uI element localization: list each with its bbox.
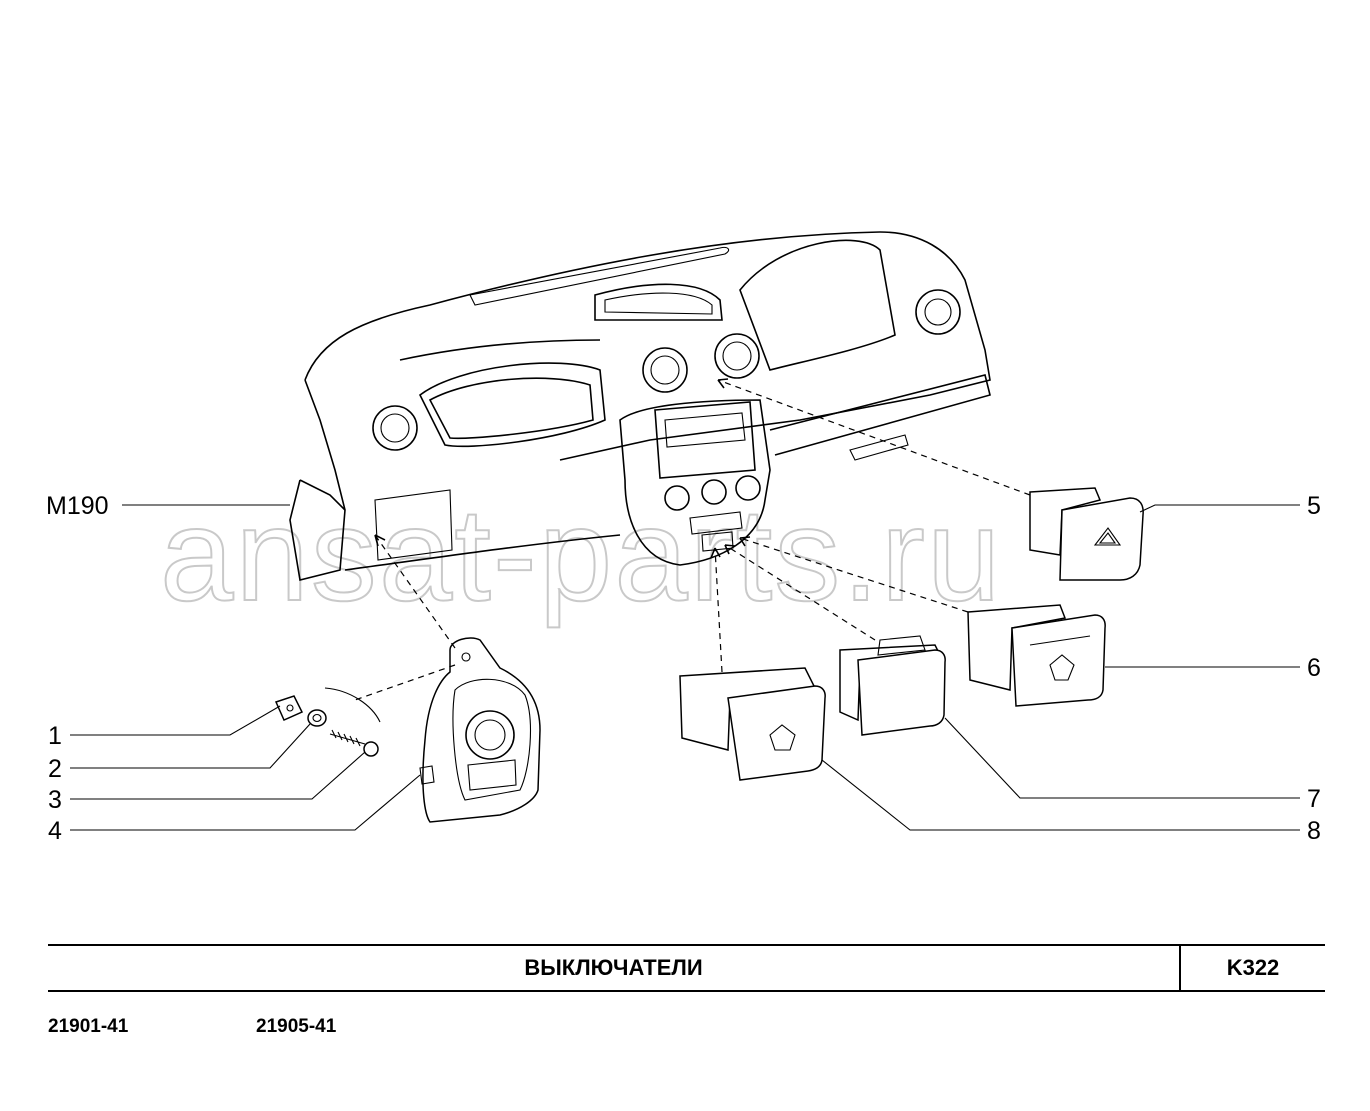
callout-5: 5 xyxy=(1307,492,1321,520)
light-switch-assembly xyxy=(419,637,541,823)
washer-part-2 xyxy=(307,709,327,727)
model-code-1: 21901-41 xyxy=(48,1016,129,1037)
switch-part-7 xyxy=(839,635,946,736)
callout-2: 2 xyxy=(48,755,62,783)
dashboard-drawing xyxy=(289,231,991,581)
callout-1: 1 xyxy=(48,722,62,750)
callout-4: 4 xyxy=(48,817,62,845)
callout-8: 8 xyxy=(1307,817,1321,845)
switch-part-6 xyxy=(967,604,1106,707)
switch-part-8 xyxy=(679,667,826,781)
leader-lines xyxy=(70,504,1300,831)
diagram-code: K322 xyxy=(1226,955,1280,980)
screw-part-3 xyxy=(329,729,379,757)
callout-3: 3 xyxy=(48,786,62,814)
title-divider xyxy=(1179,946,1181,990)
model-code-2: 21905-41 xyxy=(256,1016,337,1037)
callout-m190: M190 xyxy=(46,492,109,520)
title-block: ВЫКЛЮЧАТЕЛИ K322 xyxy=(48,944,1325,992)
assembly-arrows xyxy=(354,378,1031,701)
watermark-text: ansat-parts.ru xyxy=(160,481,1002,628)
hazard-switch-part-5 xyxy=(1029,487,1144,581)
diagram-title: ВЫКЛЮЧАТЕЛИ xyxy=(524,955,703,980)
callout-6: 6 xyxy=(1307,654,1321,682)
clip-part-1 xyxy=(274,695,304,721)
assembly-arc xyxy=(324,687,381,723)
callout-7: 7 xyxy=(1307,785,1321,813)
